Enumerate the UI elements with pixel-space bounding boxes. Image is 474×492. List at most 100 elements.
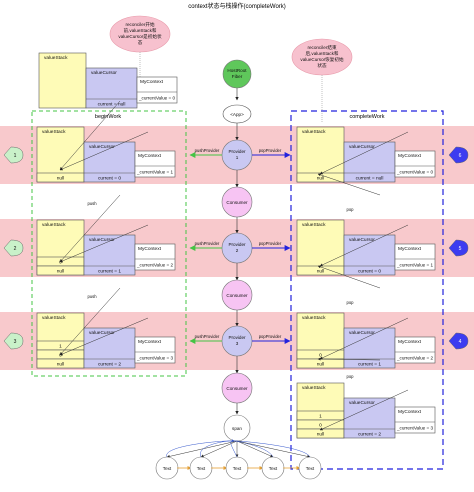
pop-provider-label-2: popProvider	[259, 241, 282, 246]
pointer-context-3	[59, 317, 149, 356]
pop-arrow-3	[317, 357, 381, 361]
node-text-3: Text	[225, 456, 249, 480]
node-text-3-label: Text	[233, 466, 242, 471]
step-left-1-shape	[3, 146, 24, 164]
state-begin-1-cursor-value: current = 0	[98, 176, 121, 182]
edge-span-text-4	[236, 440, 274, 458]
state-complete-1-cursor-value: current = null	[356, 176, 384, 182]
step-left-2-shape	[3, 239, 24, 257]
state-initial-cursor-label: valueCursor	[91, 70, 117, 76]
notes: reconciler开始前,valueStack和valueCursor是初始状…	[109, 15, 353, 123]
step-left-3-shape	[3, 332, 24, 350]
step-right-2-shape	[448, 239, 469, 257]
pointer-context-2	[59, 224, 149, 263]
step-left-2: 2	[3, 239, 24, 257]
complete-work-group	[290, 110, 444, 470]
node-text-1-label: Text	[163, 466, 172, 471]
push-arrow-1	[59, 100, 121, 171]
state-begin-2-cursor-label: valueCursor	[89, 237, 115, 243]
pop-arrow-1-label: pop	[347, 207, 355, 212]
state-complete-4-context-value: _currentValue = 3	[396, 426, 433, 431]
step-right-1: 6	[448, 146, 469, 164]
state-begin-3-stack-value: null	[57, 361, 64, 367]
note-complete-line: 状态	[317, 62, 327, 68]
state-begin-1-cursor-label: valueCursor	[89, 144, 115, 150]
state-begin-2-stack-value: null	[57, 268, 64, 274]
node-text-1: Text	[155, 456, 179, 480]
state-initial-context-value: _currentValue = 0	[138, 96, 175, 101]
state-begin-3-context	[134, 336, 176, 364]
note-begin-line: 态	[138, 39, 143, 45]
node-consumer-2-label: Consumer	[226, 293, 248, 298]
state-complete-1-stack-value: null	[317, 175, 324, 181]
note-begin: reconciler开始前,valueStack和valueCursor是初始状…	[109, 15, 171, 53]
state-begin-1-stack-value: null	[57, 175, 64, 181]
state-complete-2-cursor	[343, 234, 396, 276]
state-initial-stack	[38, 52, 87, 109]
note-complete-line: valueCursor恢复初始	[300, 56, 344, 63]
node-app-label: <App>	[230, 112, 244, 117]
node-provider-3-label: 3	[236, 341, 239, 346]
node-hostroot-label: HostRoot	[227, 68, 247, 73]
state-begin-3-cursor-value: current = 2	[98, 362, 121, 368]
state-begin-2-context-label: MyContext	[138, 246, 162, 252]
step-left-1-label: 1	[14, 153, 17, 159]
pointer-ctx-r4	[319, 389, 409, 431]
state-begin-3-cursor-label: valueCursor	[89, 330, 115, 336]
state-complete-2-context	[394, 243, 436, 271]
step-left-3-label: 3	[14, 339, 17, 345]
state-begin-1-context-label: MyContext	[138, 153, 162, 159]
step-right-3: 4	[448, 332, 469, 350]
pop-arrow-1	[317, 173, 381, 196]
node-span-label: span	[232, 426, 242, 431]
state-complete-2-context-value: _currentValue = 1	[396, 263, 433, 268]
state-complete-2-cursor-label: valueCursor	[349, 237, 375, 243]
state-begin-1-context-value: _currentValue = 1	[136, 170, 173, 175]
step-left-1: 1	[3, 146, 24, 164]
node-provider-1-label: Provider	[228, 149, 246, 154]
node-text-4-label: Text	[269, 466, 278, 471]
return-arrow-2	[200, 439, 235, 458]
state-complete-2-stack-value: null	[317, 268, 324, 274]
state-begin-2-context	[134, 243, 176, 271]
push-arrow-2	[59, 194, 121, 263]
state-begin-1-context	[134, 150, 176, 178]
state-complete-1-context	[394, 150, 436, 178]
state-complete-3-context-label: MyContext	[398, 339, 422, 345]
node-text-2-label: Text	[197, 466, 206, 471]
step-left-2-label: 2	[14, 246, 17, 252]
node-consumer-2: Consumer	[221, 279, 253, 311]
step-markers: 1 2 3 6 5 4	[3, 146, 469, 350]
push-provider-label-2: pushProvider	[195, 241, 220, 246]
state-complete-1-stack-label: valueStack	[302, 129, 326, 135]
pop-provider-label-1: popProvider	[259, 148, 282, 153]
node-consumer-3-label: Consumer	[226, 386, 248, 391]
push-provider-label-3: pushProvider	[195, 334, 220, 339]
step-right-2: 5	[448, 239, 469, 257]
note-begin-line: 前,valueStack和	[124, 27, 157, 34]
note-begin-line: reconciler开始	[125, 21, 155, 28]
state-begin-1-stack-label: valueStack	[42, 129, 66, 135]
state-complete-3-stack-value: null	[317, 361, 324, 367]
state-complete-4-stack-label: valueStack	[302, 385, 326, 391]
state-initial-context-label: MyContext	[140, 79, 164, 85]
state-complete-4-context	[394, 406, 436, 434]
state-begin-3-context-value: _currentValue = 3	[136, 356, 173, 361]
state-complete-3-context	[394, 336, 436, 364]
state-complete-1-cursor	[343, 141, 396, 183]
node-provider-3-label: Provider	[228, 335, 246, 340]
step-left-3: 3	[3, 332, 24, 350]
node-text-5-label: Text	[306, 466, 315, 471]
state-begin-3-context-label: MyContext	[138, 339, 162, 345]
note-begin-line: valueCursor是初始状	[118, 33, 162, 40]
